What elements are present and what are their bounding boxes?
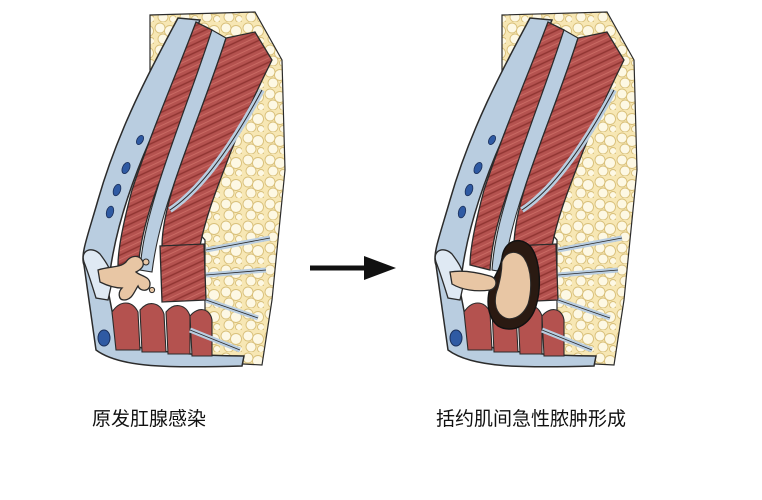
abscess-pus — [494, 252, 532, 320]
left-panel-primary-infection — [83, 12, 285, 367]
progression-arrow — [310, 256, 396, 280]
right-anatomy — [435, 12, 637, 367]
gland-duct — [449, 270, 497, 292]
caption-intersphincteric-abscess: 括约肌间急性脓肿形成 — [436, 408, 627, 430]
anal-gland — [97, 255, 151, 301]
caption-primary-anal-gland-infection: 原发肛腺感染 — [92, 408, 207, 430]
right-panel-intersphincteric-abscess — [435, 12, 637, 367]
left-anatomy — [83, 12, 285, 367]
